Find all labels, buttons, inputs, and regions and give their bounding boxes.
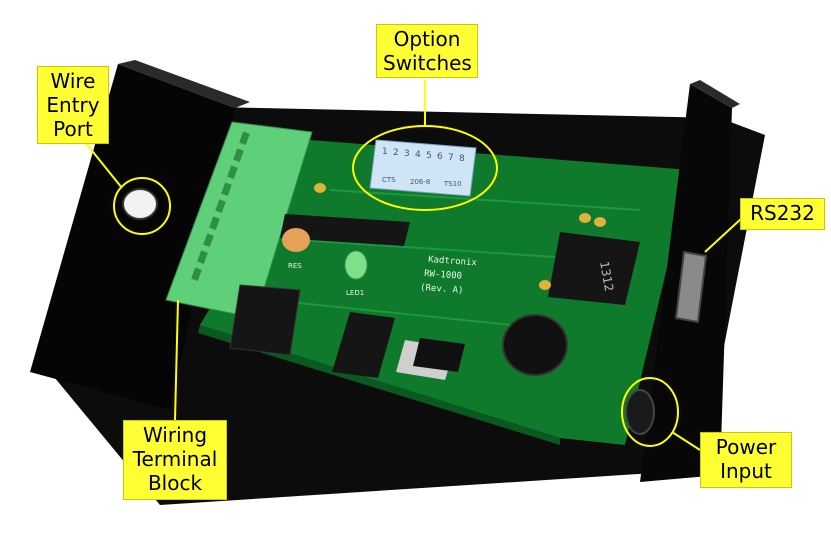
dip-switch-number: 4	[415, 150, 421, 160]
enclosure-left-panel	[30, 64, 235, 410]
dip-switch-legend-item: CTS	[382, 176, 396, 184]
label-wiring-terminal-block: Wiring Terminal Block	[123, 420, 227, 500]
chip-id-text: 1312	[597, 260, 616, 293]
leader-line-power-input	[671, 431, 701, 451]
leader-line-terminal-block	[174, 299, 179, 421]
capacitor-component	[314, 183, 326, 193]
leader-line-rs232	[704, 217, 743, 253]
label-rs232: RS232	[740, 198, 825, 230]
dip-switch-number: 5	[426, 151, 432, 161]
enclosure-right-panel-edge	[690, 80, 740, 108]
power-jack	[625, 389, 655, 435]
resonator-component	[282, 228, 310, 252]
label-power-input: Power Input	[700, 432, 792, 488]
capacitor-component	[579, 213, 591, 223]
leader-line-wire-entry	[84, 141, 123, 189]
led-component	[344, 250, 368, 280]
db9-connector	[674, 250, 708, 324]
wire-entry-hole	[122, 188, 158, 220]
label-option-switches: Option Switches	[376, 24, 478, 78]
dip-switch-number: 2	[393, 148, 399, 158]
dip-switch-block	[369, 139, 477, 197]
pcb-board	[200, 140, 690, 445]
board-revision-text: (Rev. A)	[420, 283, 464, 296]
buzzer-component	[502, 314, 568, 376]
label-wire-entry-port: Wire Entry Port	[37, 66, 109, 144]
enclosure-left-panel-edge	[118, 60, 250, 108]
res-label-text: RES	[288, 262, 302, 270]
microcontroller-chip	[280, 214, 410, 246]
board-model-text: RW-1000	[424, 269, 463, 282]
dip-switch-numbers: 1 2 3 4 5 6 7 8	[382, 147, 465, 164]
dip-switch-number: 3	[404, 149, 410, 159]
dip-switch-legend: CTS 206-8 TS10	[382, 176, 462, 188]
led-label-text: LED1	[346, 289, 364, 297]
dip-switch-number: 6	[437, 152, 443, 162]
dip-switch-legend-item: TS10	[443, 180, 462, 188]
dip-switch-legend-item: 206-8	[410, 178, 430, 186]
dip-switch-number: 1	[382, 147, 388, 157]
comm-chip	[548, 232, 640, 305]
capacitor-component	[594, 217, 606, 227]
terminal-screw-slots	[191, 131, 250, 282]
relay-component	[229, 284, 301, 356]
dip-switch-number: 7	[448, 153, 454, 163]
driver-chip	[332, 312, 395, 378]
dip-switch-number: 8	[459, 154, 465, 164]
highlight-circle-power-input	[621, 377, 679, 447]
capacitor-component	[539, 280, 551, 290]
voltage-regulator-body	[413, 338, 465, 372]
board-brand-text: Kadtronix	[428, 255, 478, 268]
highlight-circle-wire-entry	[113, 177, 171, 235]
pcb-trace	[299, 239, 601, 261]
pcb-trace	[329, 189, 641, 211]
